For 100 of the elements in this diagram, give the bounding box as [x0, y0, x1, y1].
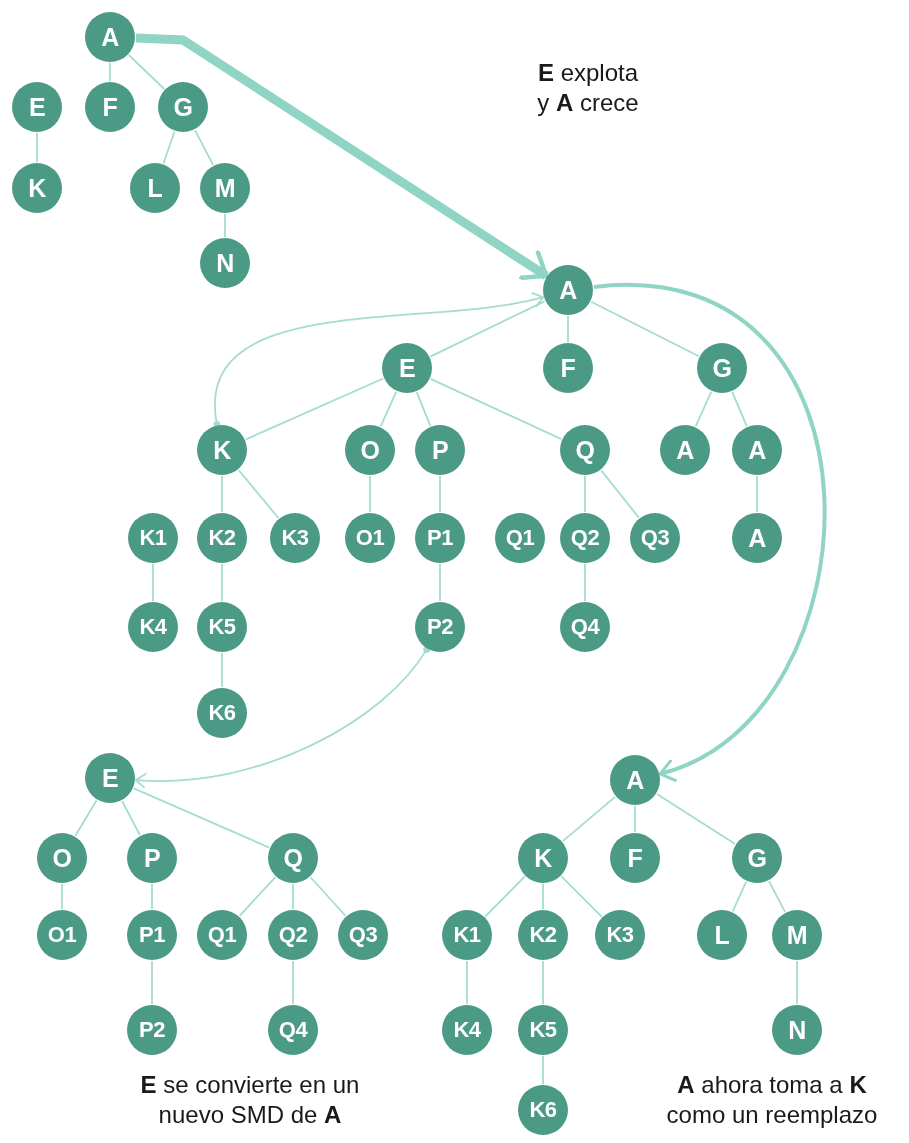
letter-node: F	[543, 343, 593, 393]
letter-node: K1	[442, 910, 492, 960]
letter-node: F	[85, 82, 135, 132]
connector-line	[656, 793, 736, 845]
letter-node: K	[518, 833, 568, 883]
letter-node: P2	[127, 1005, 177, 1055]
connector-line	[584, 563, 586, 602]
connector-line	[237, 469, 280, 519]
connector-line	[796, 960, 798, 1005]
letter-node: A	[610, 755, 660, 805]
connector-line	[600, 469, 640, 519]
connector-line	[109, 62, 111, 82]
letter-node: A	[85, 12, 135, 62]
connector-line	[731, 880, 748, 913]
letter-node: K2	[518, 910, 568, 960]
letter-node: K6	[197, 688, 247, 738]
letter-node: N	[200, 238, 250, 288]
letter-node: G	[697, 343, 747, 393]
caption: E se convierte en un nuevo SMD de A	[139, 1070, 361, 1131]
letter-node: K3	[270, 513, 320, 563]
letter-node: K4	[128, 602, 178, 652]
letter-node: E	[12, 82, 62, 132]
connector-line	[584, 475, 586, 513]
letter-node: O	[345, 425, 395, 475]
letter-node: G	[732, 833, 782, 883]
letter-node: P	[127, 833, 177, 883]
letter-node: A	[543, 265, 593, 315]
connector-line	[309, 876, 347, 917]
connector-line	[415, 391, 432, 427]
letter-node: Q3	[338, 910, 388, 960]
connector-line	[429, 378, 563, 440]
letter-node: Q1	[495, 513, 545, 563]
arrow	[593, 284, 827, 780]
letter-node: K	[197, 425, 247, 475]
letter-node: N	[772, 1005, 822, 1055]
letter-node: A	[732, 513, 782, 563]
connector-line	[561, 795, 617, 843]
connector-line	[162, 130, 176, 165]
arrow	[213, 291, 544, 428]
connector-line	[466, 960, 468, 1005]
arrow	[135, 33, 549, 281]
connector-line	[439, 563, 441, 602]
letter-node: F	[610, 833, 660, 883]
connector-line	[244, 377, 385, 441]
letter-node: A	[660, 425, 710, 475]
letter-node: K2	[197, 513, 247, 563]
letter-node: E	[85, 753, 135, 803]
letter-node: P1	[127, 910, 177, 960]
letter-node: Q2	[560, 513, 610, 563]
letter-node: Q2	[268, 910, 318, 960]
letter-node: L	[697, 910, 747, 960]
caption: E explota y A crece	[537, 58, 639, 119]
connector-line	[560, 875, 603, 918]
connector-line	[194, 129, 214, 166]
connector-line	[768, 880, 786, 913]
letter-node: Q	[268, 833, 318, 883]
connector-line	[221, 475, 223, 513]
letter-node: O1	[345, 513, 395, 563]
connector-line	[74, 799, 98, 837]
connector-line	[152, 563, 154, 602]
arrow	[135, 645, 431, 789]
connector-line	[121, 800, 141, 836]
letter-node: P	[415, 425, 465, 475]
letter-node: K1	[128, 513, 178, 563]
letter-node: M	[772, 910, 822, 960]
connector-line	[542, 960, 544, 1005]
letter-node: P2	[415, 602, 465, 652]
connector-line	[224, 213, 226, 238]
connector-line	[292, 883, 294, 910]
letter-node: K	[12, 163, 62, 213]
letter-node: L	[130, 163, 180, 213]
letter-node: K3	[595, 910, 645, 960]
letter-node: K5	[197, 602, 247, 652]
connector-line	[238, 876, 277, 917]
connector-line	[590, 300, 700, 358]
connector-line	[429, 300, 546, 358]
connector-line	[379, 390, 398, 428]
connector-line	[151, 960, 153, 1005]
connector-line	[731, 391, 748, 427]
letter-node: Q4	[560, 602, 610, 652]
connector-line	[36, 132, 38, 163]
connector-line	[61, 883, 63, 910]
connector-line	[132, 787, 271, 849]
connector-line	[151, 883, 153, 910]
letter-node: Q1	[197, 910, 247, 960]
connector-line	[292, 960, 294, 1005]
letter-node: K4	[442, 1005, 492, 1055]
connector-line	[127, 54, 166, 90]
connector-line	[221, 652, 223, 688]
connector-line	[484, 875, 526, 918]
connector-line	[369, 475, 371, 513]
letter-node: Q3	[630, 513, 680, 563]
letter-node: Q4	[268, 1005, 318, 1055]
letter-node: P1	[415, 513, 465, 563]
letter-node: K6	[518, 1085, 568, 1135]
connector-line	[542, 883, 544, 910]
letter-node: K5	[518, 1005, 568, 1055]
connector-line	[439, 475, 441, 513]
letter-node: G	[158, 82, 208, 132]
letter-node: E	[382, 343, 432, 393]
